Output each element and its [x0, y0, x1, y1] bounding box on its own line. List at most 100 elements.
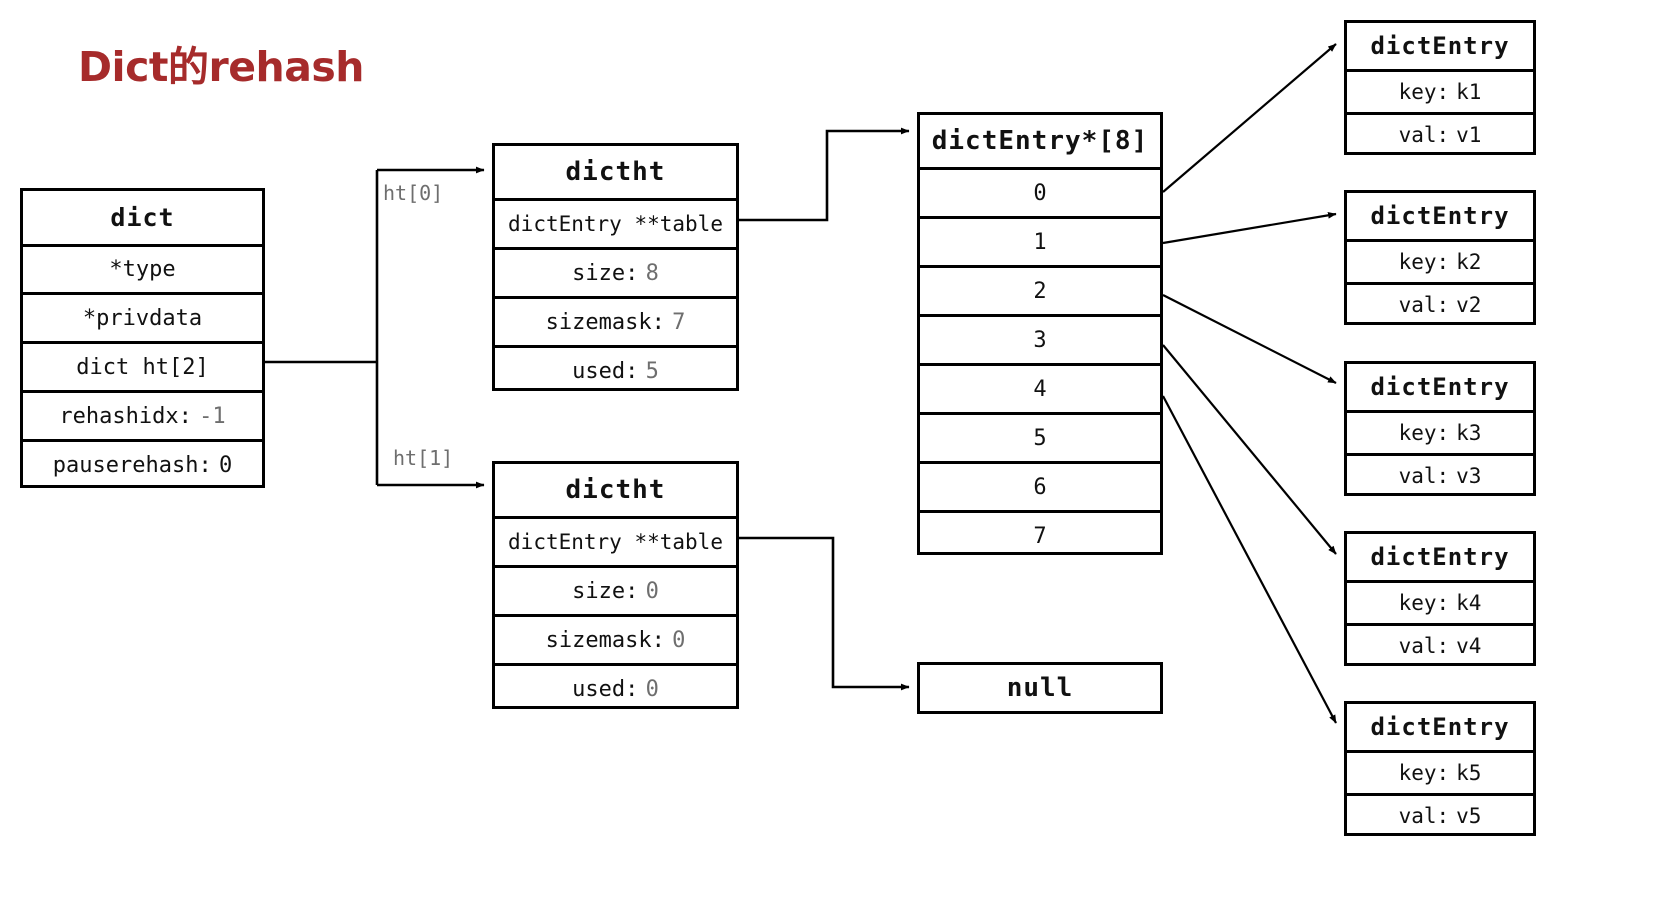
- dictentry-5-val: val: v5: [1347, 793, 1533, 836]
- dictentry-2-key-label: key:: [1398, 250, 1450, 274]
- dict-field-rehashidx-value: -1: [199, 403, 226, 429]
- dictht-0-sizemask: sizemask: 7: [495, 296, 736, 345]
- dictht-1-size-value: 0: [645, 578, 659, 604]
- dictht-0-table-row: dictEntry **table: [495, 198, 736, 247]
- dictentry-1-val-label: val:: [1398, 123, 1450, 147]
- dictentry-4-val-value: v4: [1456, 634, 1482, 658]
- dict-field-pauserehash-value: 0: [218, 452, 233, 478]
- dictentry-2-header: dictEntry: [1370, 202, 1510, 230]
- dictentry-3-val-value: v3: [1456, 464, 1482, 488]
- dict-field-ht-label: dict ht[2]: [76, 354, 209, 380]
- page-title: Dict的rehash: [78, 43, 364, 91]
- bucket-slot-4: 4: [920, 363, 1160, 412]
- dictht-0-size-label: size:: [572, 260, 639, 286]
- dictentry-2-val-label: val:: [1398, 293, 1450, 317]
- wire-slot3-to-entry-4: [1162, 344, 1337, 555]
- edge-label-ht1: ht[1]: [393, 446, 454, 470]
- dictentry-box-5: dictEntry key: k5 val: v5: [1344, 701, 1536, 836]
- dict-field-type-label: *type: [109, 257, 176, 282]
- dictht-1-table-row: dictEntry **table: [495, 516, 736, 565]
- dictentry-1-header: dictEntry: [1370, 32, 1510, 60]
- dictht-1-sizemask-label: sizemask:: [545, 627, 665, 653]
- wire-slot4-to-entry-5: [1162, 395, 1337, 724]
- bucket-slot-3: 3: [920, 314, 1160, 363]
- dict-field-rehashidx-label: rehashidx:: [59, 403, 192, 429]
- dictht-0-box: dictht dictEntry **table size: 8 sizemas…: [492, 143, 739, 391]
- dictentry-box-4: dictEntry key: k4 val: v4: [1344, 531, 1536, 666]
- dict-struct-header: dict: [110, 203, 175, 232]
- bucket-array-box: dictEntry*[8] 0 1 2 3 4 5 6 7: [917, 112, 1163, 555]
- dictht-1-size-label: size:: [572, 578, 639, 604]
- dictht-0-used-value: 5: [645, 358, 659, 384]
- dictentry-4-val: val: v4: [1347, 623, 1533, 666]
- dictht-0-header: dictht: [565, 157, 666, 187]
- wire-table0-to-bucket-array: [739, 127, 910, 222]
- dictht-1-used-value: 0: [645, 676, 659, 702]
- null-box: null: [917, 662, 1163, 714]
- dictentry-5-val-value: v5: [1456, 804, 1482, 828]
- edge-label-ht0: ht[0]: [383, 181, 444, 205]
- dictentry-1-key-value: k1: [1456, 80, 1482, 104]
- dictentry-4-val-label: val:: [1398, 634, 1450, 658]
- wire-slot1-to-entry-2: [1162, 211, 1337, 245]
- bucket-slot-5: 5: [920, 412, 1160, 461]
- dictentry-3-key-label: key:: [1398, 421, 1450, 445]
- dictentry-1-val-value: v1: [1456, 123, 1482, 147]
- dictentry-5-key: key: k5: [1347, 750, 1533, 793]
- dictentry-3-key: key: k3: [1347, 410, 1533, 453]
- dictht-1-used: used: 0: [495, 663, 736, 712]
- wire-slot0-to-entry-1: [1162, 43, 1337, 193]
- null-box-label: null: [1006, 673, 1074, 703]
- dictentry-4-key: key: k4: [1347, 580, 1533, 623]
- dictentry-4-header: dictEntry: [1370, 543, 1510, 571]
- dictht-0-size: size: 8: [495, 247, 736, 296]
- dictentry-box-1: dictEntry key: k1 val: v1: [1344, 20, 1536, 155]
- dictentry-5-header: dictEntry: [1370, 713, 1510, 741]
- dictht-1-header: dictht: [565, 475, 666, 505]
- dictht-1-size: size: 0: [495, 565, 736, 614]
- dictht-0-size-value: 8: [645, 260, 659, 286]
- dictentry-5-key-label: key:: [1398, 761, 1450, 785]
- dictht-0-sizemask-label: sizemask:: [545, 309, 665, 335]
- dict-field-privdata-label: *privdata: [82, 305, 203, 331]
- dictentry-2-val-value: v2: [1456, 293, 1482, 317]
- dictht-1-used-label: used:: [572, 676, 639, 702]
- dict-field-ht: dict ht[2]: [23, 341, 262, 390]
- bucket-slot-0: 0: [920, 167, 1160, 216]
- bucket-slot-2: 2: [920, 265, 1160, 314]
- dictentry-3-val-label: val:: [1398, 464, 1450, 488]
- dictht-0-used-label: used:: [572, 358, 639, 384]
- bucket-slot-7: 7: [920, 510, 1160, 559]
- dict-field-pauserehash: pauserehash: 0: [23, 439, 262, 488]
- dictentry-1-val: val: v1: [1347, 112, 1533, 155]
- dict-field-type: *type: [23, 244, 262, 292]
- dictentry-3-header: dictEntry: [1370, 373, 1510, 401]
- dictentry-1-key-label: key:: [1398, 80, 1450, 104]
- dictentry-5-val-label: val:: [1398, 804, 1450, 828]
- dictht-1-sizemask: sizemask: 0: [495, 614, 736, 663]
- wire-slot2-to-entry-3: [1162, 294, 1337, 384]
- dictentry-1-key: key: k1: [1347, 69, 1533, 112]
- dict-field-pauserehash-label: pauserehash:: [52, 452, 212, 478]
- dictht-1-box: dictht dictEntry **table size: 0 sizemas…: [492, 461, 739, 709]
- bucket-slot-1: 1: [920, 216, 1160, 265]
- dictht-1-sizemask-value: 0: [672, 627, 686, 653]
- dictentry-4-key-value: k4: [1456, 591, 1482, 615]
- wire-table1-to-null: [739, 536, 910, 691]
- bucket-slot-6: 6: [920, 461, 1160, 510]
- dictentry-2-key-value: k2: [1456, 250, 1482, 274]
- dict-struct-box: dict *type *privdata dict ht[2] rehashid…: [20, 188, 265, 488]
- dictentry-3-val: val: v3: [1347, 453, 1533, 496]
- dictentry-2-key: key: k2: [1347, 239, 1533, 282]
- dict-field-privdata: *privdata: [23, 292, 262, 341]
- dictentry-5-key-value: k5: [1456, 761, 1482, 785]
- dictentry-4-key-label: key:: [1398, 591, 1450, 615]
- dictentry-2-val: val: v2: [1347, 282, 1533, 325]
- bucket-array-header: dictEntry*[8]: [931, 126, 1149, 156]
- dictentry-3-key-value: k3: [1456, 421, 1482, 445]
- dictht-0-sizemask-value: 7: [672, 309, 686, 335]
- dictht-0-used: used: 5: [495, 345, 736, 394]
- dictentry-box-2: dictEntry key: k2 val: v2: [1344, 190, 1536, 325]
- dict-field-rehashidx: rehashidx: -1: [23, 390, 262, 439]
